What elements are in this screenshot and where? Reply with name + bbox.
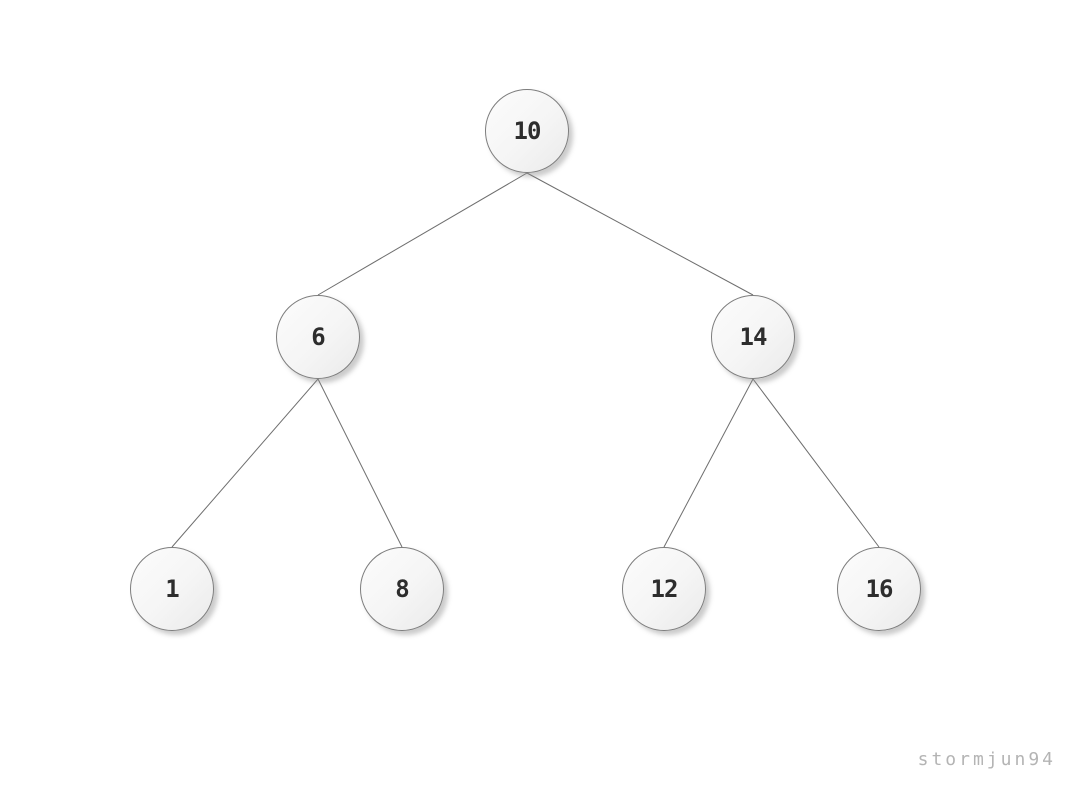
watermark-text: stormjun94 [917,749,1056,770]
tree-node-label: 10 [513,117,542,145]
tree-node-label: 1 [165,575,179,603]
tree-node-label: 16 [865,575,894,603]
tree-edge-14-12 [663,378,754,548]
tree-node-6: 6 [276,295,360,379]
tree-edge-10-6 [317,172,528,296]
tree-node-1: 1 [130,547,214,631]
tree-edge-14-16 [752,378,880,548]
tree-node-label: 8 [395,575,409,603]
tree-edge-6-1 [171,378,319,548]
tree-node-16: 16 [837,547,921,631]
tree-node-label: 14 [739,323,768,351]
tree-edge-6-8 [317,378,403,548]
tree-node-8: 8 [360,547,444,631]
tree-node-label: 6 [311,323,325,351]
tree-node-14: 14 [711,295,795,379]
tree-node-10: 10 [485,89,569,173]
tree-node-label: 12 [650,575,679,603]
tree-edge-10-14 [526,172,754,296]
tree-node-12: 12 [622,547,706,631]
